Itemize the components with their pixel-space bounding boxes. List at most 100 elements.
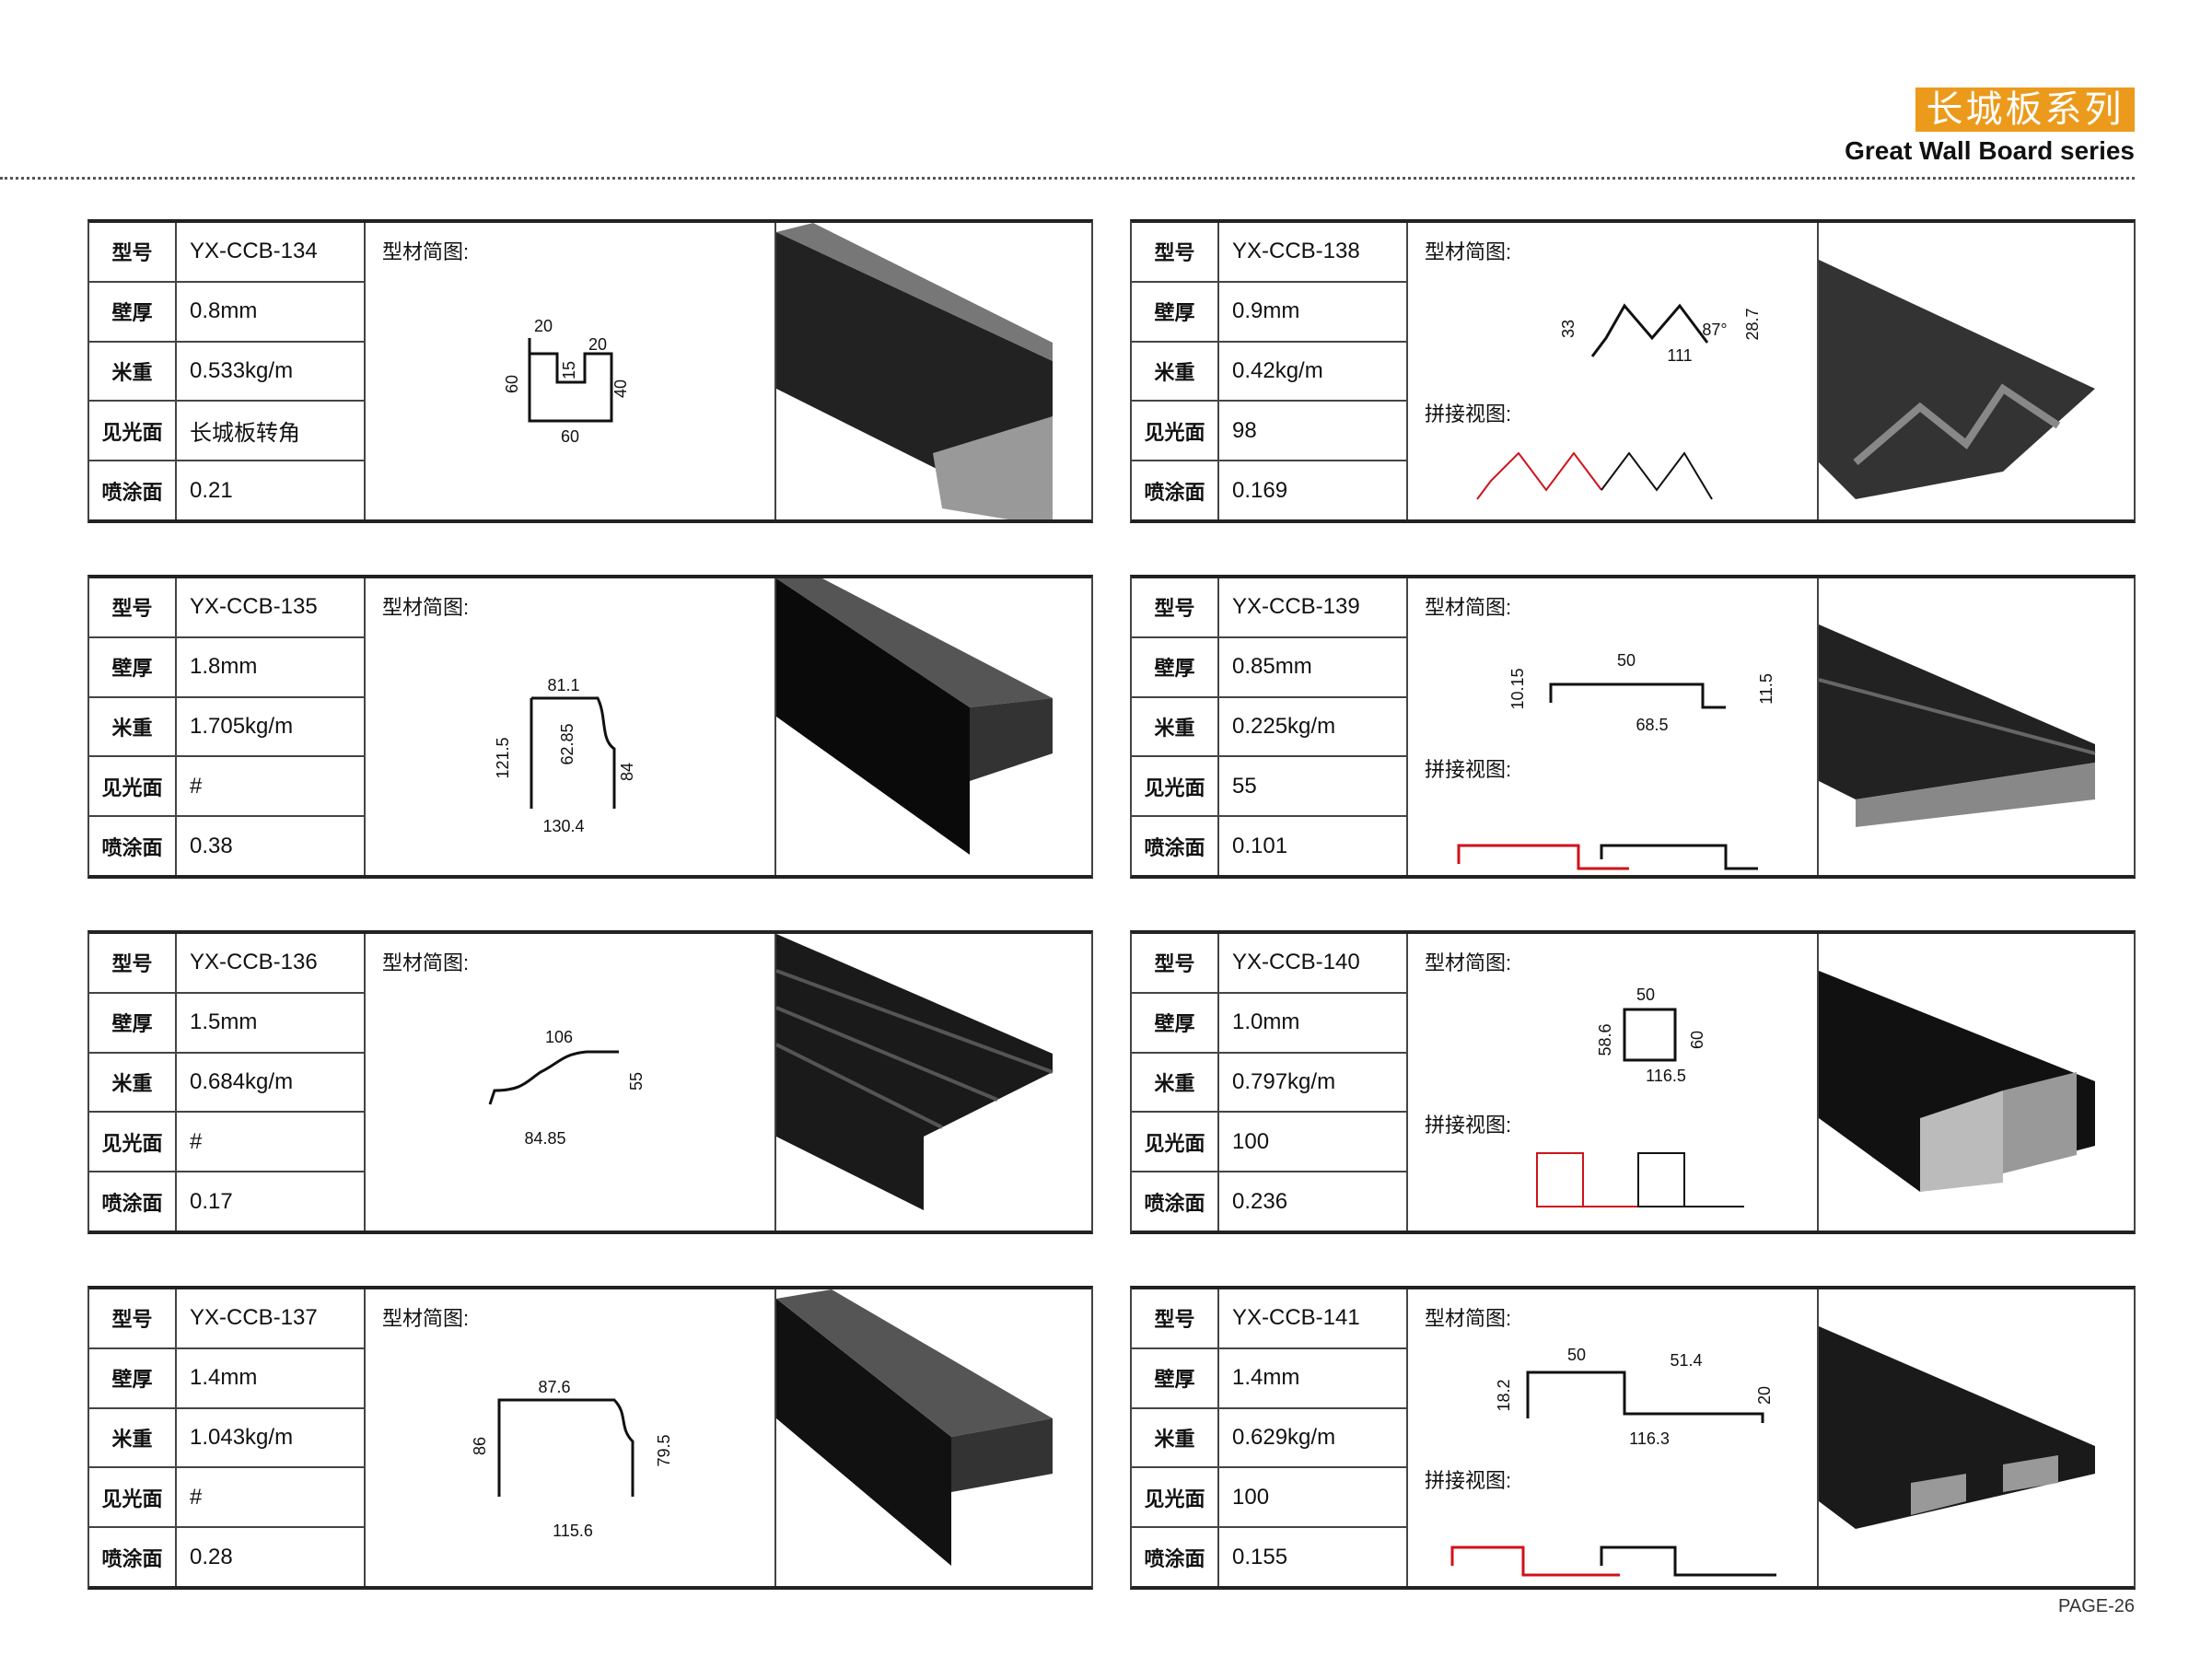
- product-render-image: [776, 223, 1091, 519]
- profile-3d-render: [1819, 1326, 2095, 1529]
- spec-value: YX-CCB-135: [190, 594, 318, 620]
- dimension-label: 106: [545, 1028, 573, 1046]
- spec-label: 米重: [89, 697, 177, 756]
- splice-caption: 拼接视图:: [1425, 758, 1512, 781]
- spec-value: 0.42kg/m: [1232, 357, 1323, 383]
- dimension-label: 81.1: [547, 676, 579, 694]
- profile-3d-render: [776, 1289, 1053, 1566]
- spec-value: 长城板转角: [190, 421, 300, 447]
- spec-label: 壁厚: [1132, 993, 1219, 1052]
- profile-caption: 型材简图:: [382, 951, 470, 974]
- spec-label: 见光面: [1132, 757, 1219, 816]
- spec-value: 1.705kg/m: [190, 713, 294, 739]
- spec-label: 壁厚: [89, 1348, 177, 1407]
- spec-label: 米重: [1132, 697, 1219, 756]
- spec-value: 0.533kg/m: [190, 357, 294, 383]
- spec-label: 米重: [89, 342, 177, 401]
- spec-value: 55: [1232, 773, 1257, 799]
- product-render-image: [1819, 223, 2134, 519]
- spec-label: 喷涂面: [1132, 1172, 1219, 1231]
- spec-label: 型号: [1132, 223, 1219, 281]
- spec-row-weight: 米重 0.533kg/m: [89, 342, 364, 402]
- spec-value: 0.85mm: [1232, 654, 1312, 680]
- dimension-label: 121.5: [494, 737, 512, 778]
- product-render-image: [1819, 934, 2134, 1231]
- spec-value: 0.225kg/m: [1232, 713, 1336, 739]
- profile-3d-render: [776, 223, 1053, 519]
- series-title-cn: 长城板系列: [1915, 87, 2135, 132]
- spec-value: 1.4mm: [190, 1365, 258, 1391]
- splice-caption: 拼接视图:: [1425, 1114, 1512, 1137]
- spec-value: YX-CCB-138: [1232, 239, 1360, 264]
- profile-caption: 型材简图:: [1425, 1307, 1512, 1330]
- dimension-label: 28.7: [1743, 308, 1762, 340]
- product-render-image: [1819, 1289, 2134, 1586]
- spec-label: 见光面: [89, 757, 177, 816]
- dimension-label: 115.6: [553, 1522, 593, 1540]
- spec-value: 0.38: [190, 833, 233, 858]
- dimension-label: 58.6: [1596, 1023, 1614, 1056]
- spec-label: 见光面: [89, 1113, 177, 1172]
- spec-value: YX-CCB-141: [1232, 1305, 1360, 1331]
- dimension-label: 116.3: [1629, 1429, 1670, 1448]
- spec-row-visible: 见光面 55: [1132, 757, 1406, 818]
- dimension-label: 79.5: [655, 1434, 673, 1466]
- spec-label: 米重: [1132, 1053, 1219, 1112]
- spec-label: 型号: [89, 578, 177, 636]
- spec-value: 1.5mm: [190, 1009, 258, 1035]
- product-render-image: [1819, 578, 2134, 875]
- profile-caption: 型材简图:: [1425, 596, 1512, 619]
- dimension-label: 10.15: [1508, 668, 1527, 709]
- spec-label: 壁厚: [89, 637, 177, 696]
- spec-row-model: 型号 YX-CCB-135: [89, 578, 364, 638]
- spec-value: 100: [1232, 1484, 1270, 1510]
- dimension-label: 87°: [1702, 321, 1727, 339]
- profile-caption: 型材简图:: [1425, 951, 1512, 974]
- product-render-image: [776, 578, 1091, 875]
- splice-caption: 拼接视图:: [1425, 402, 1512, 426]
- spec-label: 见光面: [89, 402, 177, 461]
- spec-label: 壁厚: [1132, 282, 1219, 341]
- spec-label: 喷涂面: [89, 1172, 177, 1231]
- dimension-label: 68.5: [1636, 716, 1668, 734]
- spec-value: 0.8mm: [190, 298, 258, 324]
- dimension-label: 15: [560, 361, 578, 379]
- spec-row-visible: 见光面长城板转角: [89, 402, 364, 462]
- spec-label: 型号: [1132, 1289, 1219, 1347]
- dimension-label: 87.6: [538, 1378, 570, 1396]
- spec-value: #: [190, 773, 203, 799]
